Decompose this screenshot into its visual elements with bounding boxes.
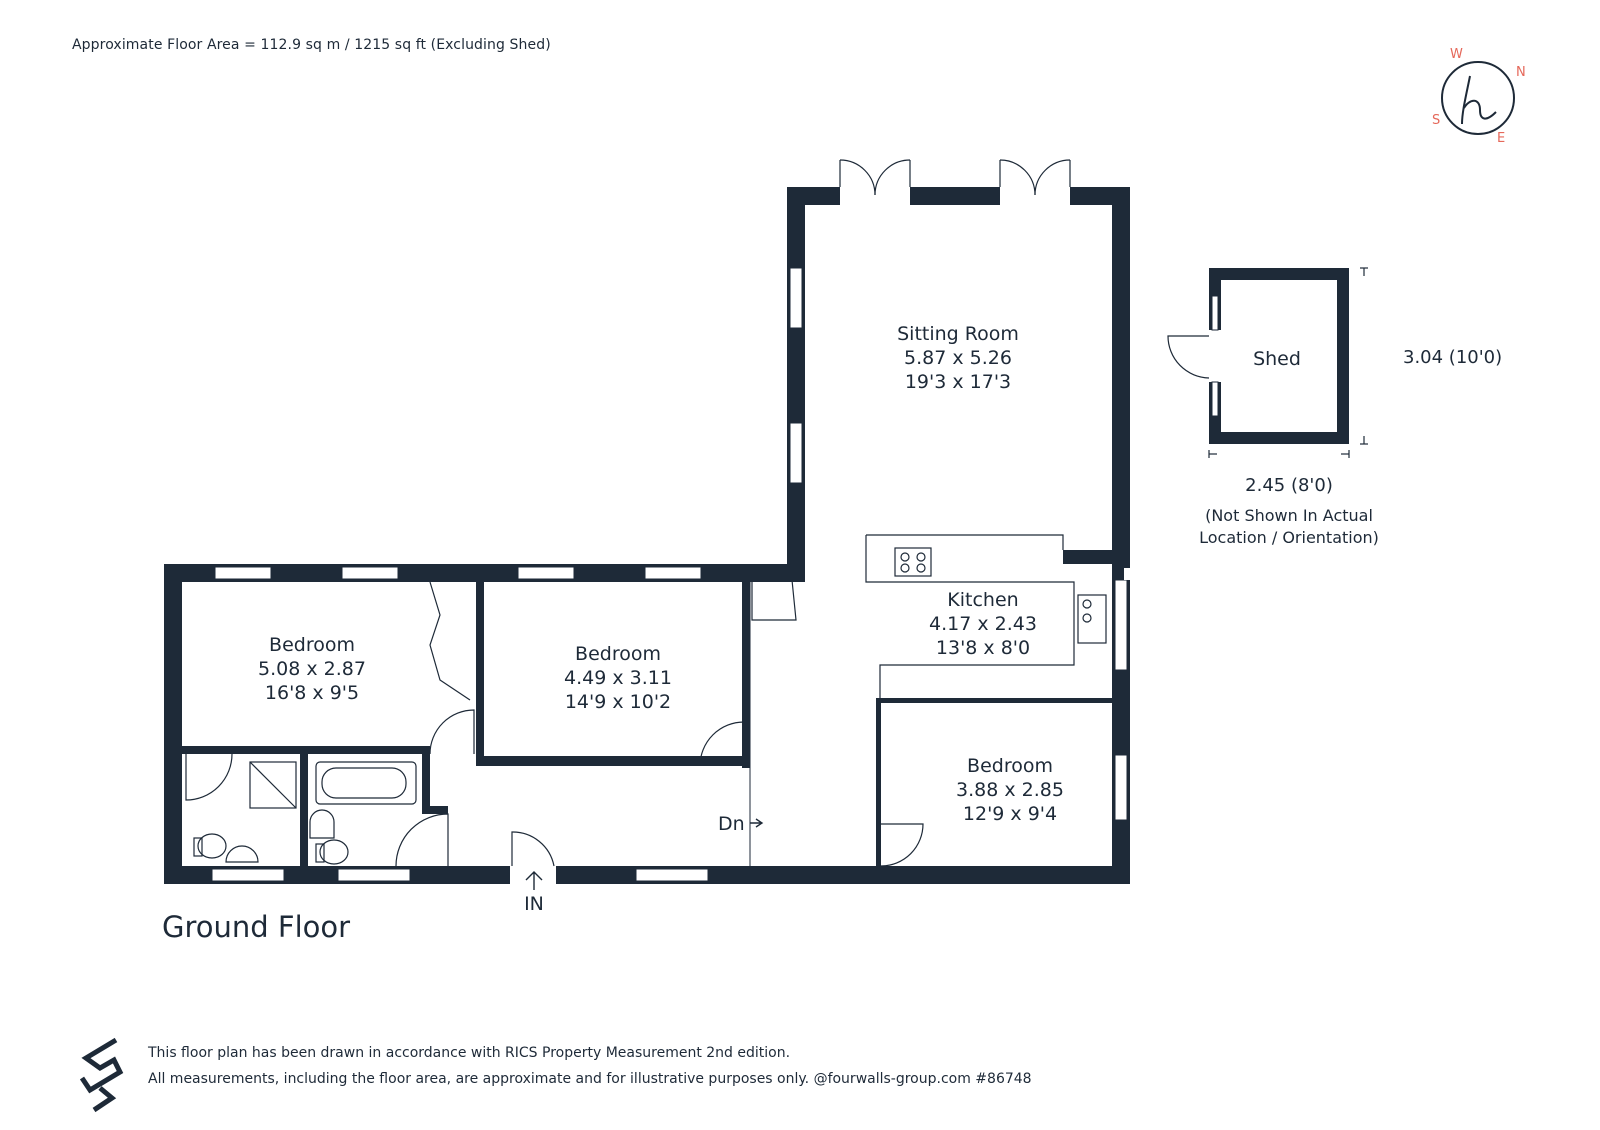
wall-west <box>164 564 182 884</box>
sitting-room-metric: 5.87 x 5.26 <box>904 347 1012 369</box>
compass-south: S <box>1432 113 1440 128</box>
bedroom2-name: Bedroom <box>575 643 661 665</box>
shed-note-line2: Location / Orientation) <box>1199 528 1379 547</box>
shower-tray-icon <box>249 761 297 809</box>
bedroom2-door <box>699 721 745 767</box>
entrance-label: IN <box>524 893 544 915</box>
sink-icon <box>1077 594 1107 644</box>
window <box>211 868 285 882</box>
wall-bath-east <box>422 754 430 810</box>
shed-width: 2.45 (8'0) <box>1245 475 1333 496</box>
script-h-icon <box>1461 75 1497 125</box>
kitchen-metric: 4.17 x 2.43 <box>929 613 1037 635</box>
shed <box>1167 268 1349 444</box>
toilet-icon <box>319 839 349 865</box>
bedroom1-metric: 5.08 x 2.87 <box>258 658 366 680</box>
entrance-door <box>511 831 555 867</box>
door-swings <box>185 579 924 867</box>
floor-title: Ground Floor <box>162 910 351 944</box>
footer-disclaimer-line1: This floor plan has been drawn in accord… <box>148 1045 791 1061</box>
windows <box>211 267 1128 882</box>
window <box>337 868 411 882</box>
wall-sitting-north <box>787 187 1130 205</box>
shed-depth: 3.04 (10'0) <box>1403 347 1502 368</box>
kitchen-name: Kitchen <box>947 589 1018 611</box>
bedroom1-name: Bedroom <box>269 634 355 656</box>
stairs-down-arrow-icon <box>750 818 764 828</box>
wall-bed2-east <box>742 580 750 768</box>
fourwalls-logo-icon <box>79 1037 124 1113</box>
wall-bath-north <box>180 746 430 754</box>
bathroom-fittings <box>193 761 417 865</box>
wall-sitting-east <box>1112 187 1130 568</box>
compass-west: W <box>1450 47 1463 62</box>
wall-kitchen-return <box>1063 550 1130 564</box>
shed-note-line1: (Not Shown In Actual <box>1205 506 1373 525</box>
bathroom-door <box>395 813 449 867</box>
window <box>517 566 575 580</box>
french-doors <box>839 159 1071 196</box>
sitting-room-imperial: 19'3 x 17'3 <box>905 371 1011 393</box>
bedroom3-name: Bedroom <box>967 755 1053 777</box>
stairs-down-label: Dn <box>718 813 745 835</box>
basin-icon <box>309 809 335 839</box>
basin-icon <box>225 845 259 863</box>
room-labels: Sitting Room 5.87 x 5.26 19'3 x 17'3 Kit… <box>258 323 1502 915</box>
ensuite-door <box>185 753 233 801</box>
window <box>789 422 803 484</box>
compass-logo-icon: W N S E <box>1432 47 1526 146</box>
wall-ensuite-divider <box>300 754 308 866</box>
compass-east: E <box>1497 131 1505 146</box>
footer-disclaimer-line2: All measurements, including the floor ar… <box>148 1071 1032 1087</box>
bedroom2-imperial: 14'9 x 10'2 <box>565 691 671 713</box>
wall-sitting-west <box>787 187 805 564</box>
bedroom1-door <box>429 709 475 755</box>
worktop <box>865 534 1075 698</box>
window <box>1114 754 1128 821</box>
door-openings <box>510 186 1132 885</box>
window <box>341 566 399 580</box>
sitting-room-name: Sitting Room <box>897 323 1019 345</box>
bedroom1-imperial: 16'8 x 9'5 <box>265 682 359 704</box>
shed-door <box>1167 335 1210 379</box>
wall-bed1-bed2 <box>476 580 484 763</box>
wardrobe-doors <box>429 581 471 701</box>
bedroom2-metric: 4.49 x 3.11 <box>564 667 672 689</box>
kitchen-imperial: 13'8 x 8'0 <box>936 637 1030 659</box>
wall-bed3-north <box>876 698 1112 703</box>
bedroom3-metric: 3.88 x 2.85 <box>956 779 1064 801</box>
shed-name: Shed <box>1253 348 1301 370</box>
floor-area-note: Approximate Floor Area = 112.9 sq m / 12… <box>72 37 551 53</box>
bedroom3-door <box>880 823 924 867</box>
window <box>644 566 702 580</box>
window <box>214 566 272 580</box>
bath-icon <box>315 761 417 805</box>
window <box>1114 579 1128 671</box>
compass-north: N <box>1516 65 1526 80</box>
wall-bed3-west <box>876 698 881 868</box>
bedroom3-imperial: 12'9 x 9'4 <box>963 803 1057 825</box>
entrance-arrow-icon <box>525 871 543 890</box>
shed-dimension-lines <box>1208 267 1368 458</box>
kitchen-units <box>865 534 1107 698</box>
wall-bed2-south <box>476 756 742 766</box>
window <box>789 267 803 329</box>
window <box>635 868 709 882</box>
toilet-icon <box>197 833 227 859</box>
hall-cupboard <box>751 579 797 621</box>
hob-icon <box>894 547 932 577</box>
wall-bath-stub <box>422 806 448 814</box>
